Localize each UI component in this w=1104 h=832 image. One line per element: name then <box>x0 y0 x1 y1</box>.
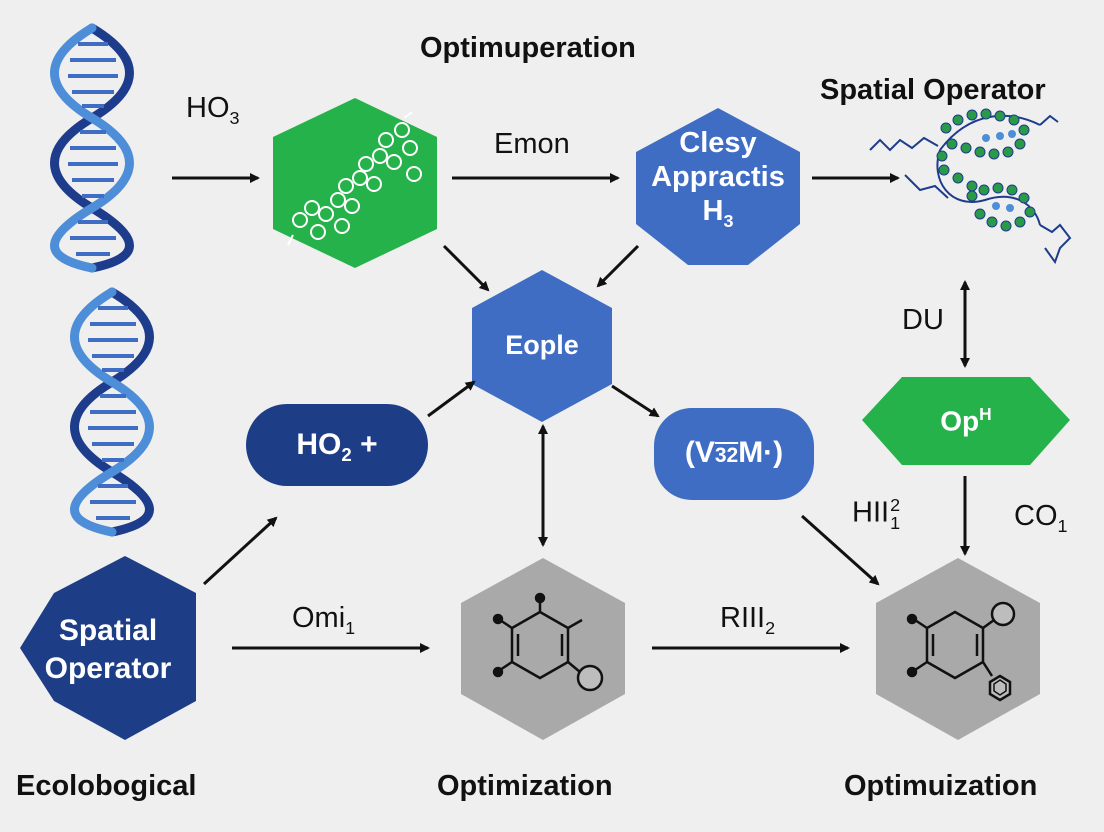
edge-label-omi1: Omi1 <box>292 602 356 638</box>
edge-label-ho3: HO3 <box>186 92 240 128</box>
dna-helix-top-icon <box>50 23 134 273</box>
arrows <box>172 173 970 653</box>
title-ecolobogical: Ecolobogical <box>16 770 197 802</box>
title-optimuperation: Optimuperation <box>420 32 636 64</box>
title-spatial-operator: Spatial Operator <box>820 74 1046 106</box>
title-optimization: Optimization <box>437 770 613 802</box>
edge-label-du: DU <box>902 304 944 336</box>
vm-node-label: (V32M·) <box>684 436 784 469</box>
vm-node[interactable] <box>654 408 814 500</box>
benzene-structure-icon <box>492 592 604 692</box>
dna-helix-bottom-icon <box>70 287 154 537</box>
gray-molecule-node-center[interactable] <box>461 558 625 740</box>
molecule-chain-icon <box>287 111 422 246</box>
ho2-node-label: HO2 + <box>296 428 378 465</box>
oph-node[interactable] <box>862 377 1070 465</box>
spatial-molecule-icon <box>869 108 1072 265</box>
arrow-vm-to-gray <box>800 514 880 586</box>
edge-label-emon: Emon <box>494 128 570 160</box>
arrow-green-to-eople <box>442 244 490 292</box>
gray-molecule-node-right[interactable] <box>876 558 1040 740</box>
spatial-operator-node[interactable] <box>20 556 196 740</box>
edge-label-co1: CO1 <box>1014 500 1068 536</box>
arrow-eople-to-vm <box>611 384 660 418</box>
ho2-node[interactable] <box>246 404 428 486</box>
green-hexagon-node[interactable] <box>273 98 437 268</box>
arrow-ho2-to-eople <box>427 380 476 418</box>
spatial-operator-node-label: Spatial Operator <box>44 614 172 685</box>
benzene-structure-icon-right <box>906 601 1016 702</box>
oph-node-label: OpH <box>940 404 992 437</box>
eople-node[interactable] <box>472 270 612 422</box>
arrow-clesy-to-eople <box>596 244 640 288</box>
edge-label-riii2: RIII2 <box>720 602 776 638</box>
clesy-node[interactable] <box>636 108 800 265</box>
title-optimuization: Optimuization <box>844 770 1038 802</box>
arrow-spatial-to-ho2 <box>202 516 278 586</box>
eople-node-label: Eople <box>505 330 579 360</box>
clesy-node-label: Clesy Appractis H3 <box>651 127 785 231</box>
